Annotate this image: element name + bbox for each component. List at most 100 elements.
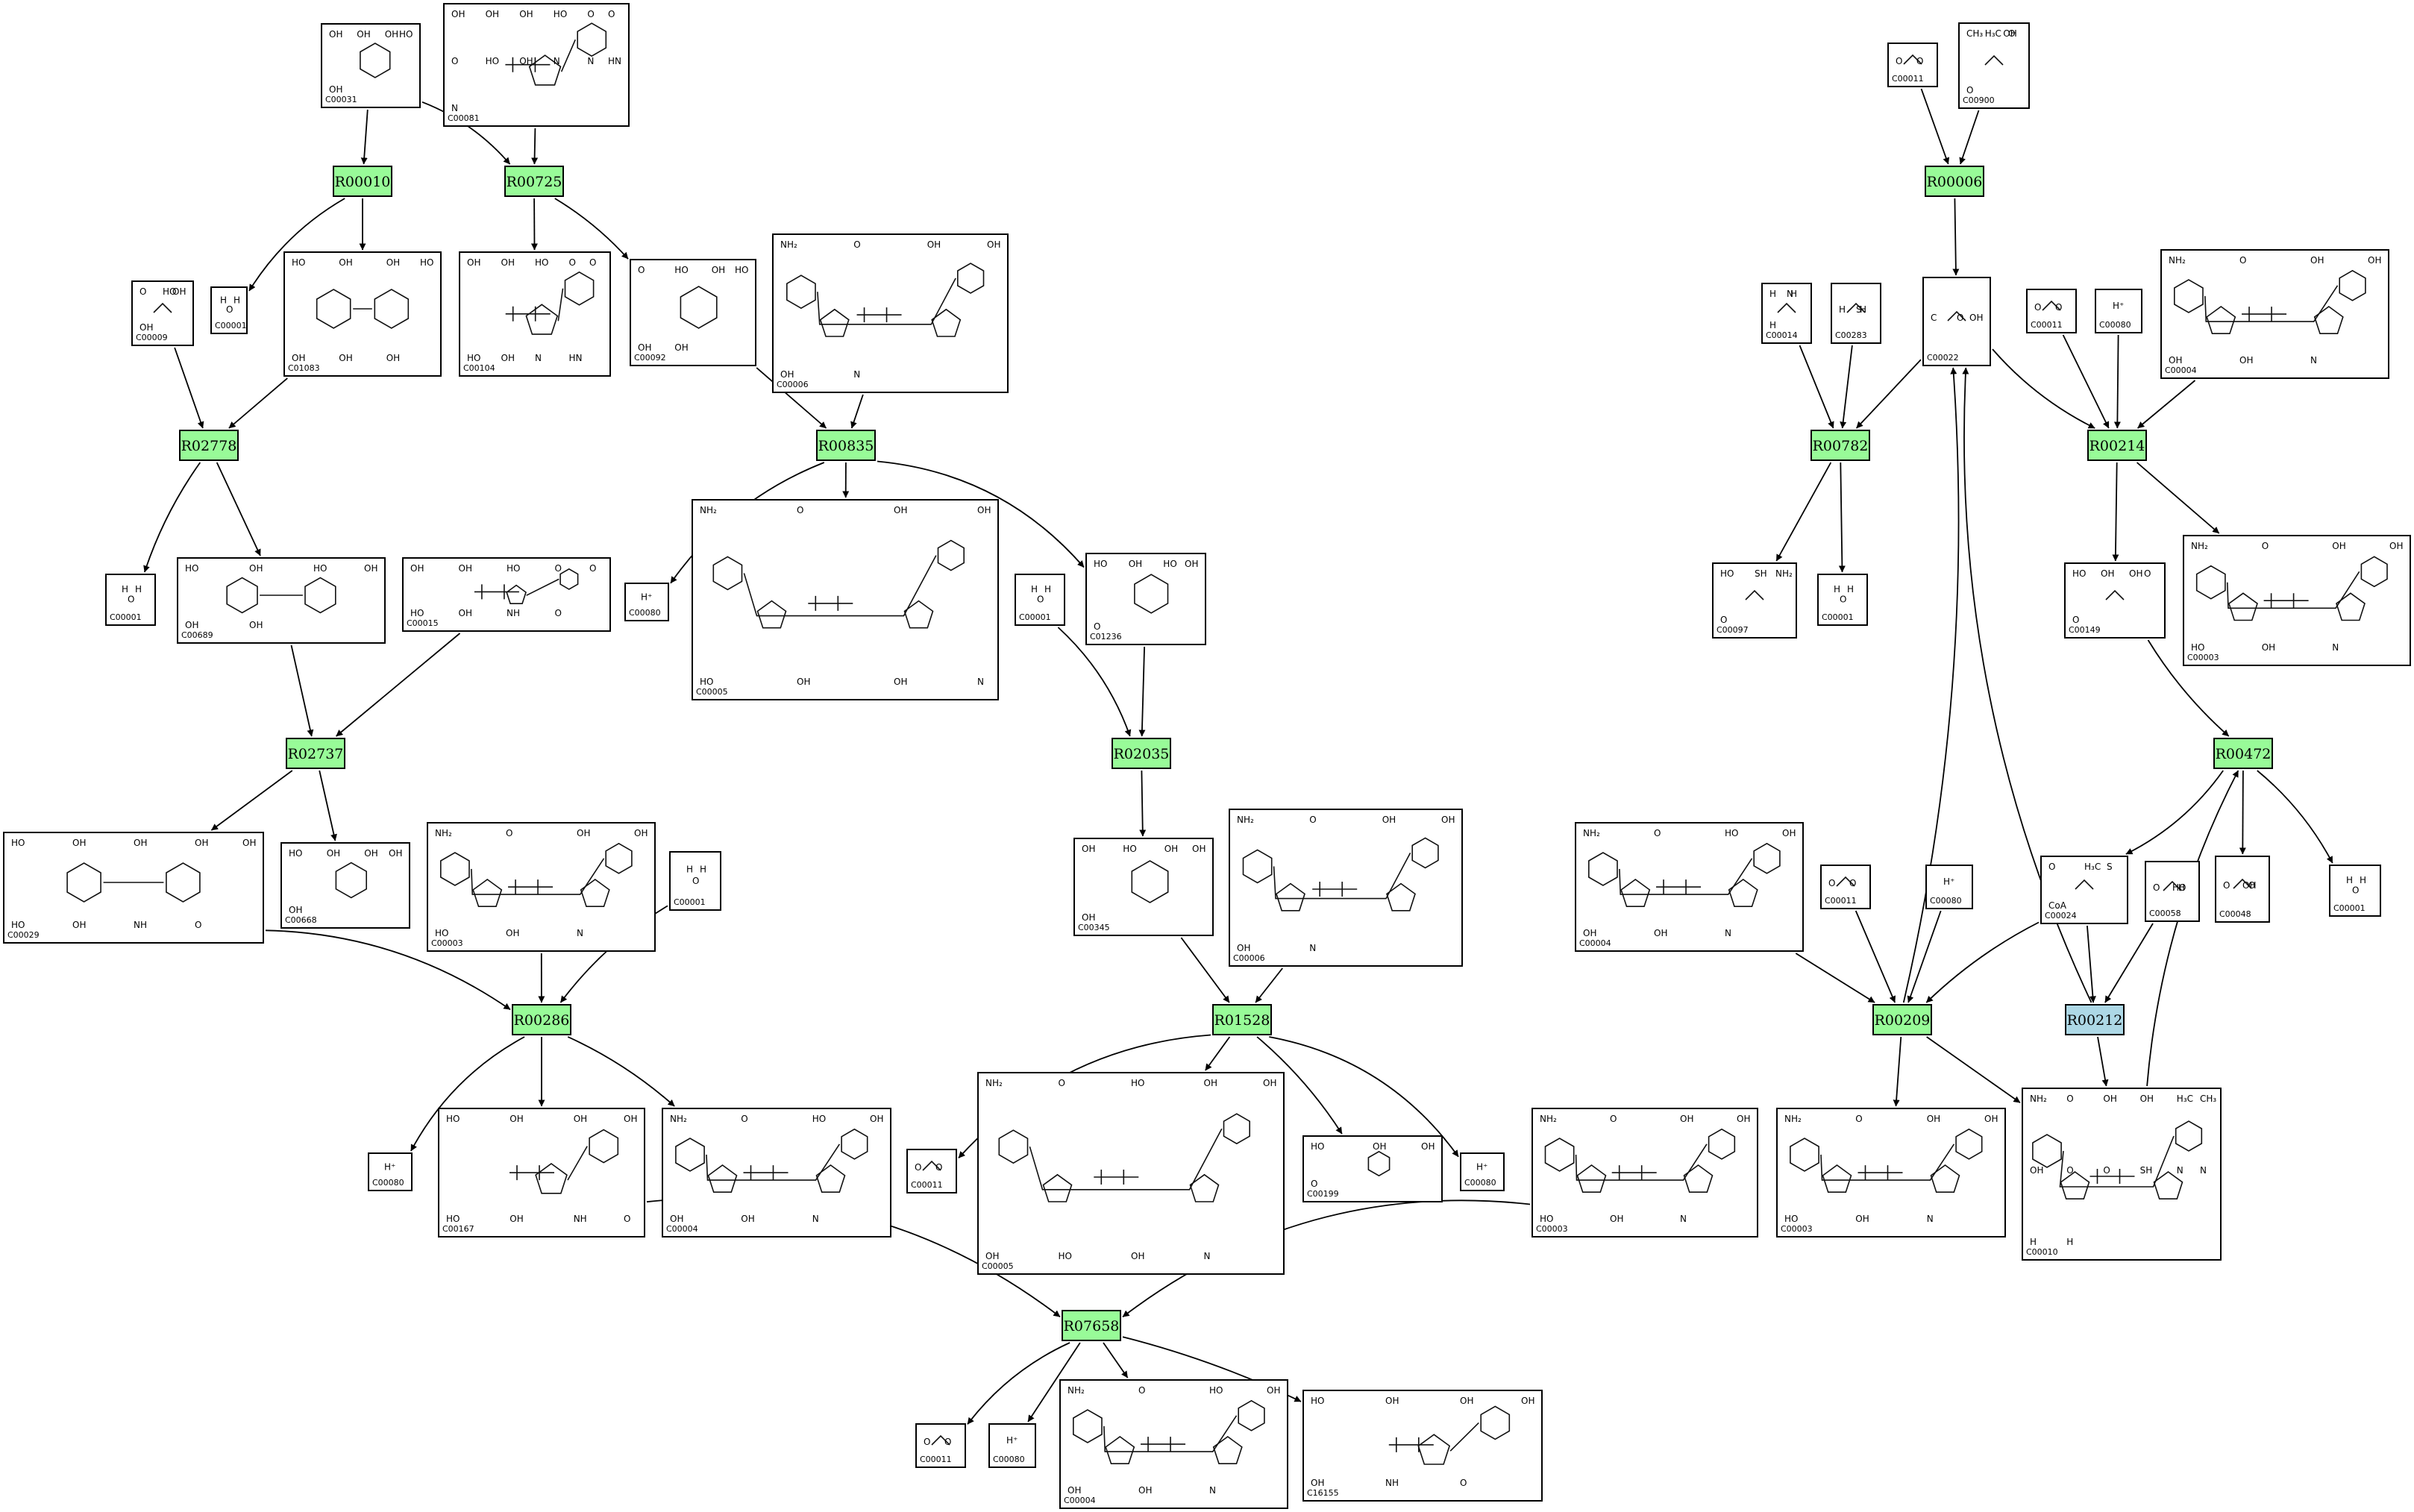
compound-c00080a[interactable]: H⁺C00080 bbox=[624, 583, 669, 621]
atom-label: O bbox=[638, 265, 645, 275]
compound-c00080c[interactable]: H⁺C00080 bbox=[1460, 1152, 1505, 1191]
compound-c00080d[interactable]: H⁺C00080 bbox=[988, 1423, 1036, 1468]
reaction-R00212[interactable]: R00212 bbox=[2065, 1004, 2125, 1035]
reaction-R00209[interactable]: R00209 bbox=[1872, 1004, 1932, 1035]
reaction-R00286[interactable]: R00286 bbox=[512, 1004, 571, 1035]
reaction-R00010[interactable]: R00010 bbox=[333, 166, 392, 197]
compound-box bbox=[692, 499, 999, 700]
reaction-R00725[interactable]: R00725 bbox=[504, 166, 564, 197]
compound-c00080f[interactable]: H⁺C00080 bbox=[1925, 865, 1973, 909]
reaction-label: R00472 bbox=[2216, 746, 2272, 762]
reaction-box bbox=[504, 166, 564, 197]
bond bbox=[1947, 310, 1966, 321]
edge-c00003b-R07658 bbox=[1122, 1199, 1531, 1318]
reaction-R00835[interactable]: R00835 bbox=[816, 430, 876, 461]
atom-label: O bbox=[1916, 56, 1923, 66]
atom-label: H bbox=[1044, 584, 1051, 595]
edge-R00472-c00048 bbox=[2239, 770, 2246, 855]
atom-label: O bbox=[1311, 1179, 1317, 1189]
reaction-R02778[interactable]: R02778 bbox=[179, 430, 239, 461]
reaction-R02035[interactable]: R02035 bbox=[1112, 738, 1171, 769]
reaction-R00472[interactable]: R00472 bbox=[2213, 738, 2273, 769]
reaction-R07658[interactable]: R07658 bbox=[1062, 1310, 1121, 1341]
reaction-R01528[interactable]: R01528 bbox=[1212, 1004, 1272, 1035]
atom-label: CoA bbox=[2048, 900, 2067, 911]
bond bbox=[937, 539, 965, 571]
bond bbox=[2336, 592, 2366, 621]
reaction-box bbox=[1112, 738, 1171, 769]
reaction-R00782[interactable]: R00782 bbox=[1810, 430, 1870, 461]
bond bbox=[675, 1138, 705, 1172]
reaction-R02737[interactable]: R02737 bbox=[286, 738, 345, 769]
atom-label: OH bbox=[780, 369, 794, 380]
reaction-R00006[interactable]: R00006 bbox=[1925, 166, 1984, 197]
atom-label: S bbox=[1856, 304, 1862, 315]
compound-id: C00010 bbox=[2026, 1247, 2058, 1257]
compound-c00080e[interactable]: H⁺C00080 bbox=[2095, 289, 2142, 333]
atom-label: NH₂ bbox=[1583, 828, 1600, 838]
atom-label: O bbox=[1138, 1385, 1145, 1396]
bond bbox=[1042, 1173, 1073, 1202]
compound-c00080b[interactable]: H⁺C00080 bbox=[368, 1152, 413, 1191]
edge-R00782-c00097 bbox=[1775, 462, 1832, 562]
edge-c00004c-R00214 bbox=[2137, 380, 2196, 429]
atom-label: H bbox=[220, 295, 227, 306]
reaction-R00214[interactable]: R00214 bbox=[2087, 430, 2147, 461]
compound-id: C00009 bbox=[136, 333, 168, 342]
bond bbox=[510, 1165, 554, 1181]
compound-box bbox=[2145, 861, 2200, 922]
atom-label: N bbox=[554, 56, 560, 66]
atom-label: H⁺ bbox=[384, 1162, 395, 1173]
edge-R07658-c00011b bbox=[967, 1342, 1070, 1425]
atom-label: NH bbox=[1385, 1478, 1399, 1488]
